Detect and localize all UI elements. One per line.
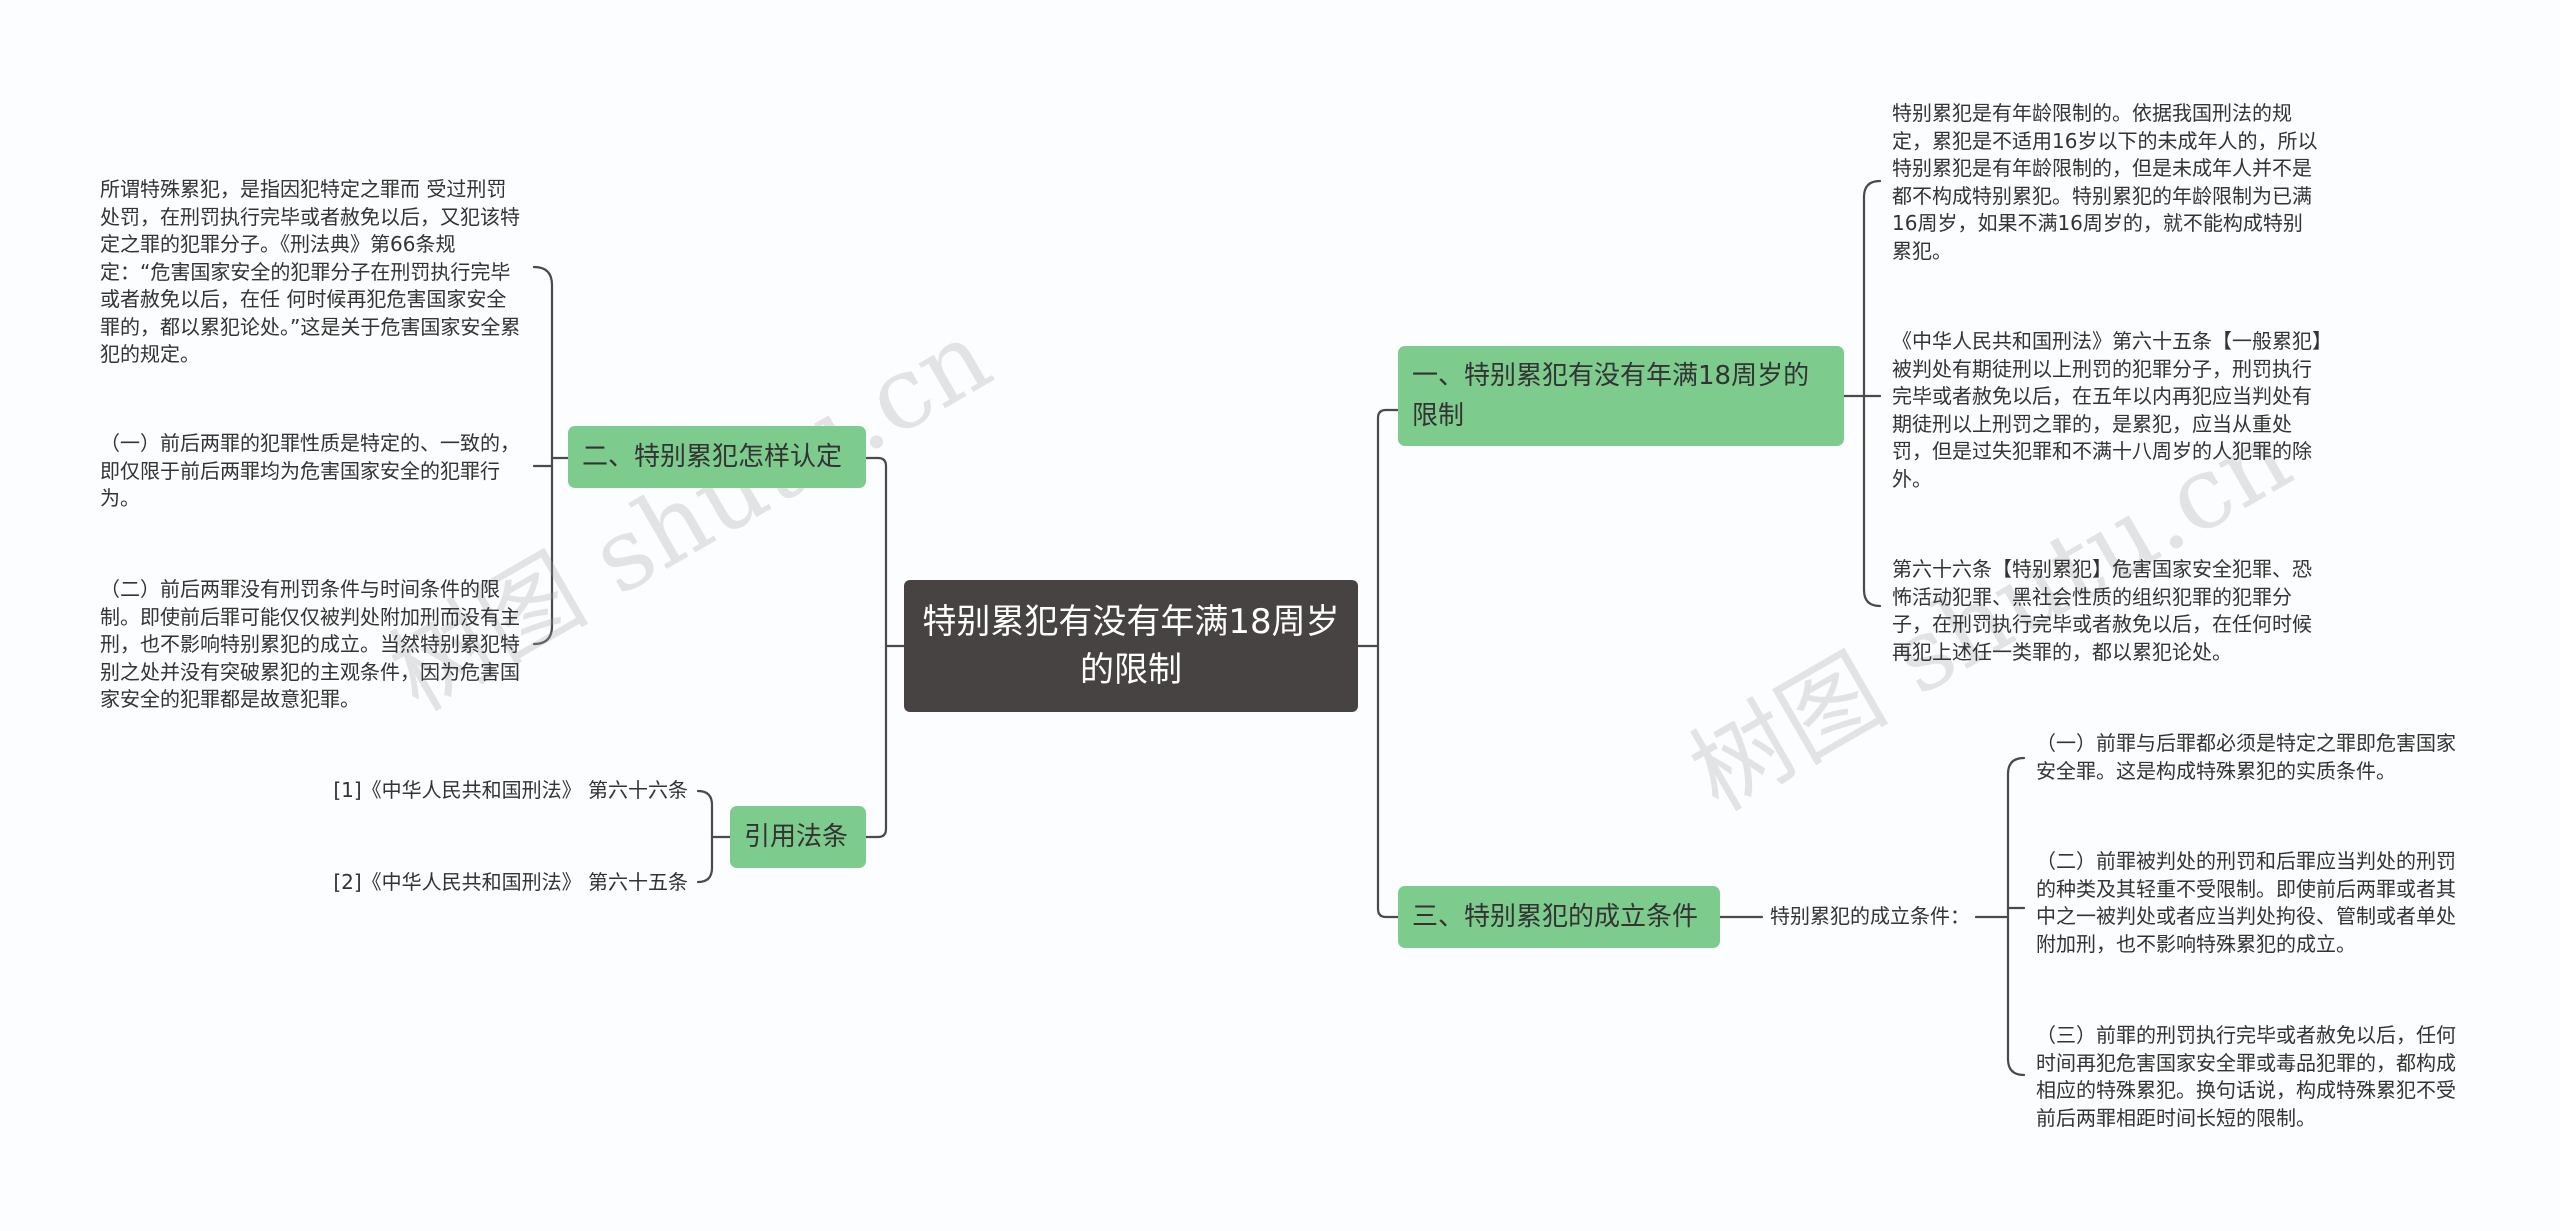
root-topic[interactable]: 特别累犯有没有年满18周岁的限制 xyxy=(904,580,1358,712)
leaf-citation-2[interactable]: [2]《中华人民共和国刑法》 第六十五条 xyxy=(333,870,688,894)
leaf-citation-1[interactable]: [1]《中华人民共和国刑法》 第六十六条 xyxy=(333,778,688,802)
connector-left-trunk xyxy=(876,456,888,839)
branch-age-limit[interactable]: 一、特别累犯有没有年满18周岁的限制 xyxy=(1398,346,1844,446)
leaf-condition-3: （三）前罪的刑罚执行完毕或者赦免以后，任何时间再犯危害国家安全罪或毒品犯罪的，都… xyxy=(2036,1023,2456,1130)
leaf-identification-point-1: （一）前后两罪的犯罪性质是特定的、一致的，即仅限于前后两罪均为危害国家安全的犯罪… xyxy=(100,431,520,510)
leaf-condition-2: （二）前罪被判处的刑罚和后罪应当判处的刑罚的种类及其轻重不受限制。即使前后两罪或… xyxy=(2036,849,2456,956)
connector-b4-trunk xyxy=(696,789,714,884)
leaf-special-recidivism-definition: 所谓特殊累犯，是指因犯特定之罪而 受过刑罚处罚，在刑罚执行完毕或者赦免以后，又犯… xyxy=(100,177,521,366)
connector-right-trunk xyxy=(1376,408,1388,919)
leaf-article-65: 《中华人民共和国刑法》第六十五条【一般累犯】被判处有期徒刑以上刑罚的犯罪分子，刑… xyxy=(1892,329,2322,491)
leaf-condition-1: （一）前罪与后罪都必须是特定之罪即危害国家安全罪。这是构成特殊累犯的实质条件。 xyxy=(2036,731,2456,783)
connector-b2-trunk xyxy=(532,265,554,646)
label-conditions-intro: 特别累犯的成立条件： xyxy=(1770,904,1970,928)
leaf-identification-point-2: （二）前后两罪没有刑罚条件与时间条件的限制。即使前后罪可能仅仅被判处附加刑而没有… xyxy=(100,577,520,711)
connector-b3-trunk xyxy=(2006,756,2026,1077)
leaf-age-limit-explanation: 特别累犯是有年龄限制的。依据我国刑法的规定，累犯是不适用16岁以下的未成年人的，… xyxy=(1892,101,2318,263)
leaf-article-66: 第六十六条【特别累犯】危害国家安全犯罪、恐怖活动犯罪、黑社会性质的组织犯罪的犯罪… xyxy=(1892,557,2312,664)
branch-conditions[interactable]: 三、特别累犯的成立条件 xyxy=(1398,886,1720,948)
connector-b1-trunk xyxy=(1862,179,1882,608)
branch-identification[interactable]: 二、特别累犯怎样认定 xyxy=(568,426,866,488)
branch-cited-law[interactable]: 引用法条 xyxy=(730,806,866,868)
